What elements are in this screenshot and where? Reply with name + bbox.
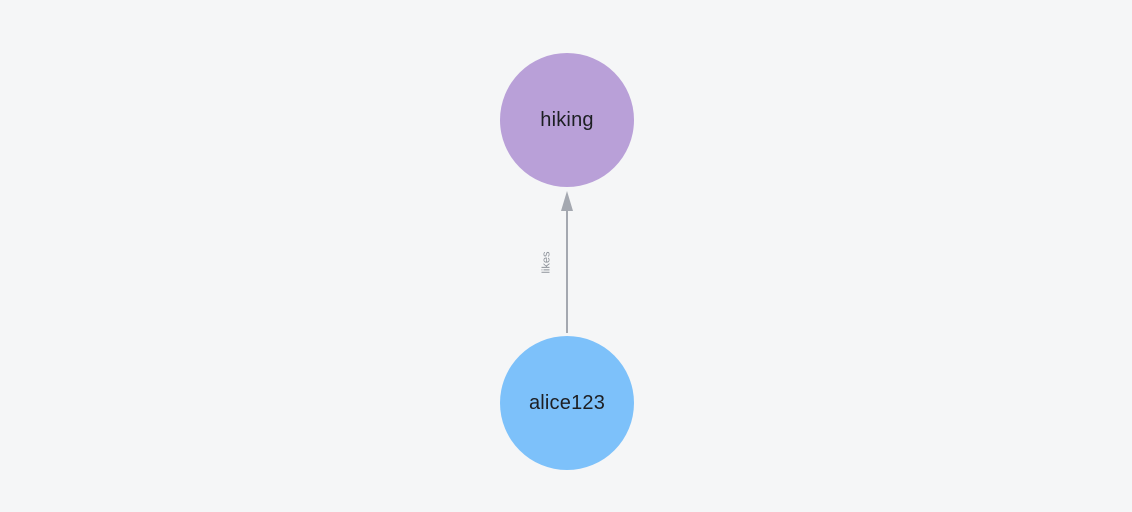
edge-likes[interactable]: likes — [520, 189, 580, 335]
node-alice123[interactable]: alice123 — [500, 336, 634, 470]
node-alice123-label: alice123 — [528, 392, 606, 414]
edge-arrow-icon — [561, 191, 573, 333]
node-hiking-label: hiking — [540, 109, 594, 131]
edge-likes-label: likes — [540, 251, 553, 274]
node-hiking[interactable]: hiking — [500, 53, 634, 187]
